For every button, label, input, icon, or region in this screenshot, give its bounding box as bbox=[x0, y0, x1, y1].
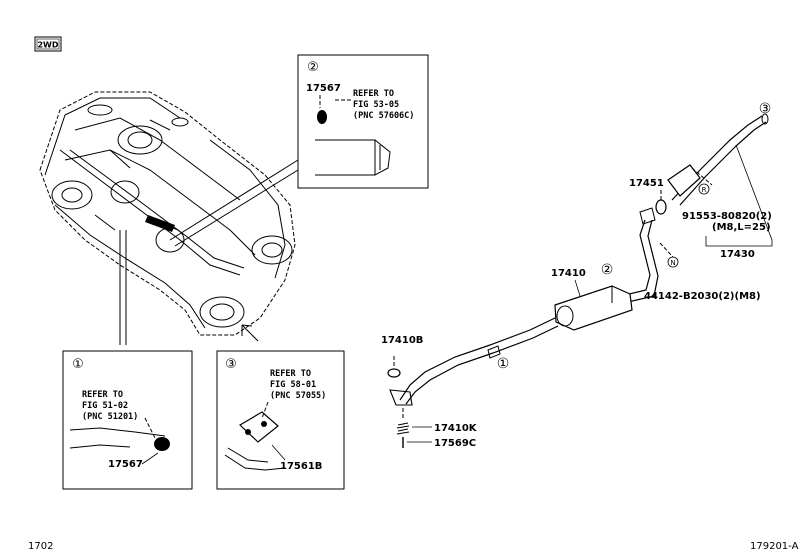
label-91553: 91553-80820(2) bbox=[682, 211, 772, 222]
label-17451: 17451 bbox=[629, 178, 664, 189]
inset-1-ref-line-1: REFER TO bbox=[82, 390, 123, 400]
footer-right-code: 179201-A bbox=[750, 541, 799, 552]
inset-3-part-17561B: 17561B bbox=[280, 461, 322, 472]
label-44142: 44142-B2030(2)(M8) bbox=[644, 291, 761, 302]
callout-3-main: ③ bbox=[759, 101, 772, 117]
inset-2-number: ② bbox=[307, 60, 319, 75]
main-callouts: ③ ② ① bbox=[497, 101, 772, 372]
drive-type-badge: 2WD bbox=[34, 36, 62, 52]
inset-box-3: ③ REFER TO FIG 58-01 (PNC 57055) 17561B bbox=[216, 350, 345, 490]
footer-left-code: 1702 bbox=[28, 541, 53, 552]
inset-1-number: ① bbox=[72, 357, 84, 372]
inset-box-1: ① REFER TO FIG 51-02 (PNC 51201) 17567 bbox=[62, 350, 193, 490]
inset-2-ref-line-3: (PNC 57606C) bbox=[353, 111, 414, 121]
part-labels: 17451 91553-80820(2) (M8,L=25) 17430 174… bbox=[381, 144, 773, 449]
badge-label: 2WD bbox=[37, 41, 58, 50]
inset-box-2: ② 17567 REFER TO FIG 53-05 (PNC 57606C) bbox=[297, 54, 429, 189]
view-direction-arrow bbox=[241, 324, 259, 342]
label-17430: 17430 bbox=[720, 249, 755, 260]
label-91553-spec: (M8,L=25) bbox=[712, 222, 771, 233]
inset-3-ref-line-2: FIG 58-01 bbox=[270, 380, 316, 390]
inset-2-ref-line-2: FIG 53-05 bbox=[353, 100, 399, 110]
hardware-code-r: R bbox=[702, 186, 707, 194]
callout-2-main: ② bbox=[601, 262, 614, 278]
callout-1-main: ① bbox=[497, 356, 510, 372]
label-17410: 17410 bbox=[551, 268, 586, 279]
inset-2-part-17567: 17567 bbox=[306, 83, 341, 94]
exhaust-system-assembly: R N bbox=[387, 113, 769, 448]
vehicle-underside-illustration bbox=[39, 91, 296, 336]
inset-1-ref-line-3: (PNC 51201) bbox=[82, 412, 138, 422]
inset-1-ref-line-2: FIG 51-02 bbox=[82, 401, 128, 411]
hardware-code-n: N bbox=[670, 259, 675, 267]
inset-3-ref-line-3: (PNC 57055) bbox=[270, 391, 326, 401]
label-17569C: 17569C bbox=[434, 438, 476, 449]
inset-3-number: ③ bbox=[225, 357, 237, 372]
label-17410K: 17410K bbox=[434, 423, 478, 434]
inset-leader-lines bbox=[119, 159, 299, 345]
inset-1-part-17567: 17567 bbox=[108, 459, 143, 470]
inset-3-ref-line-1: REFER TO bbox=[270, 369, 311, 379]
inset-2-ref-line-1: REFER TO bbox=[353, 89, 394, 99]
label-17410B: 17410B bbox=[381, 335, 423, 346]
